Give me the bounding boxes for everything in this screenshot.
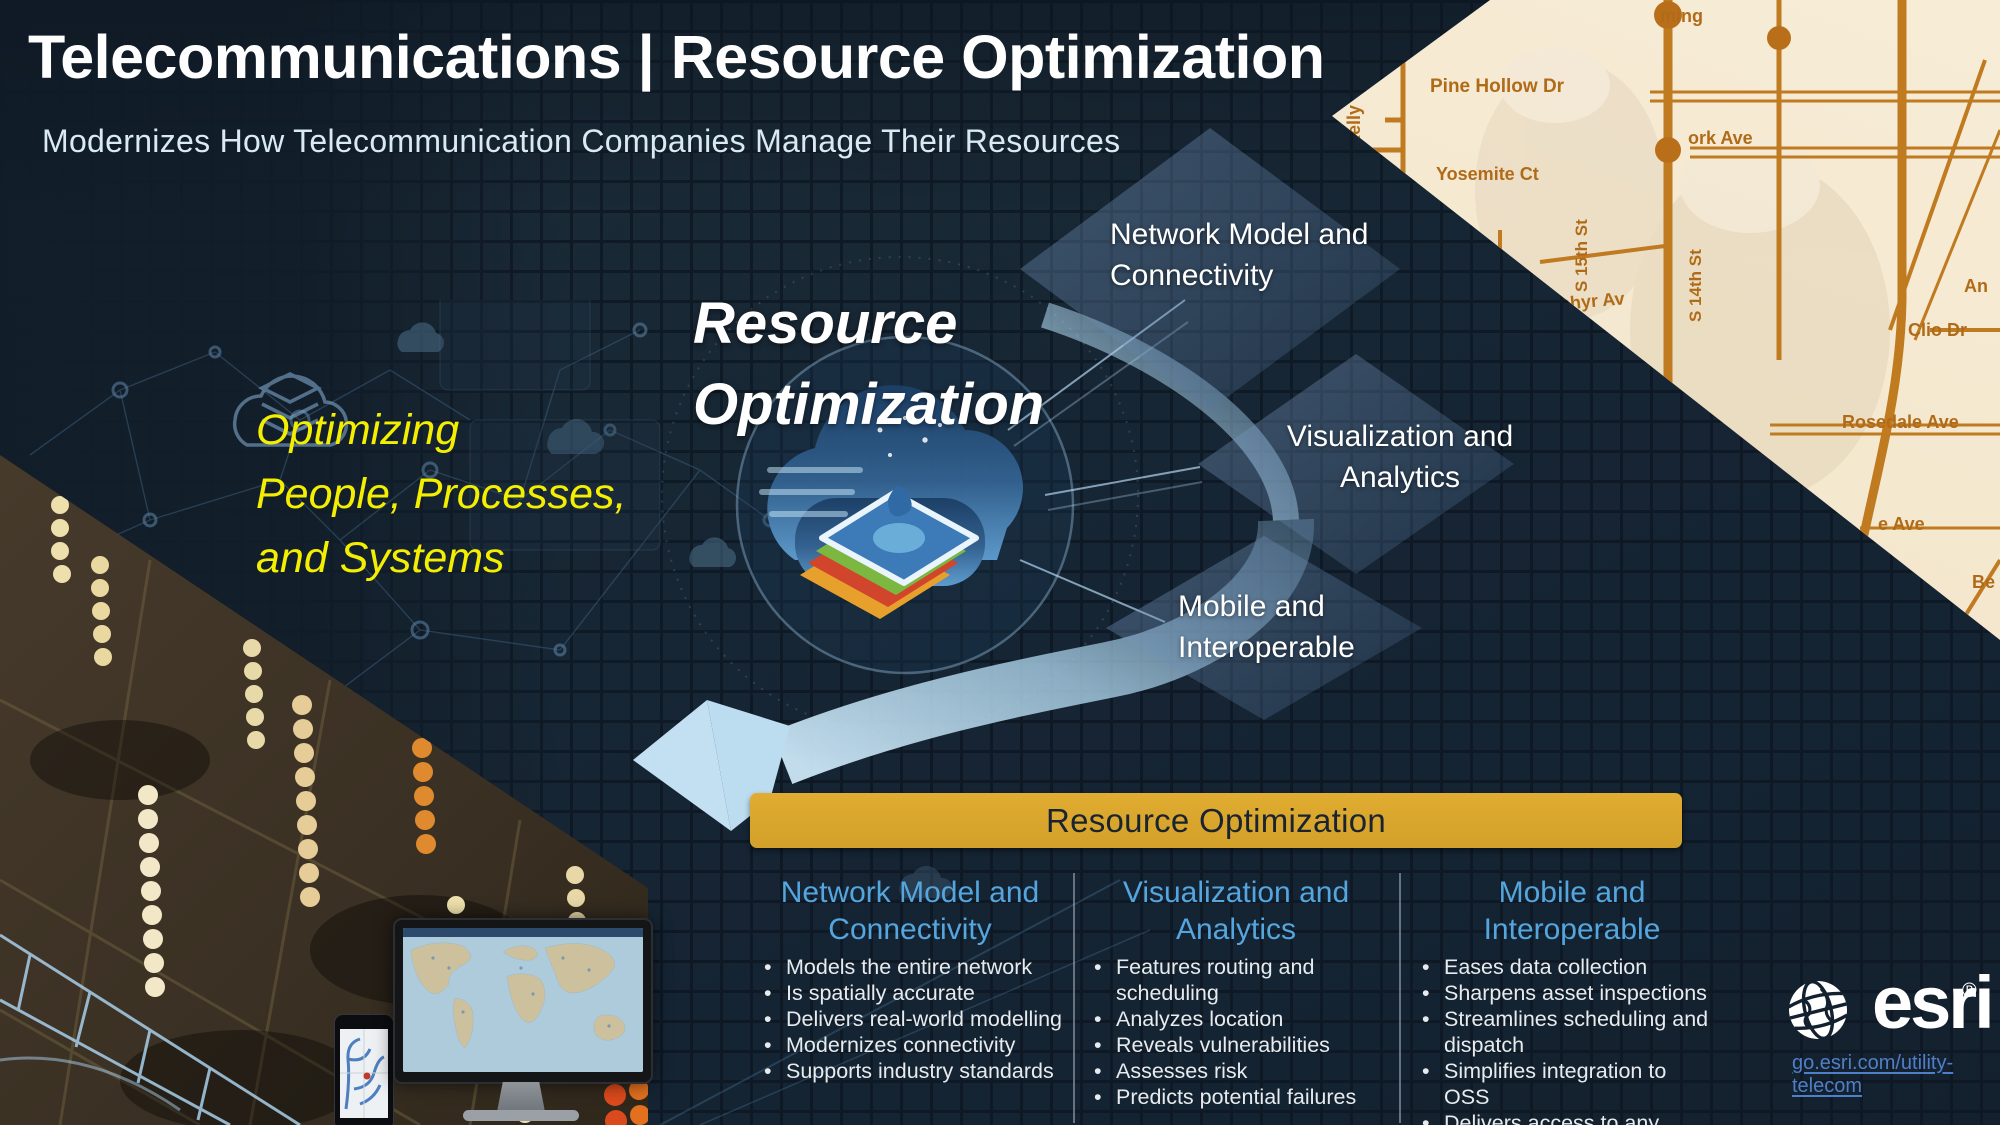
- monitor-base: [463, 1110, 579, 1121]
- phone-map-screen: [340, 1029, 388, 1118]
- callout-network-model: Network Model and Connectivity: [1110, 214, 1368, 296]
- street-label: Rosedale Ave: [1842, 412, 1959, 432]
- street-label: Be: [1972, 572, 1996, 592]
- desktop-monitor-mockup: [393, 918, 653, 1084]
- list-item: Reveals vulnerabilities: [1090, 1032, 1362, 1058]
- column-title-mobile: Mobile and Interoperable: [1412, 874, 1732, 948]
- column-divider: [1073, 873, 1075, 1123]
- smartphone-mockup: [334, 1014, 394, 1125]
- outer-dotted-ring: [661, 256, 1139, 734]
- world-map-graphic: [403, 928, 643, 1072]
- tagline-line: People, Processes,: [256, 470, 627, 518]
- bridge-graphic: [0, 933, 301, 1125]
- page-title: Telecommunications | Resource Optimizati…: [28, 23, 1325, 91]
- hub-title: Resource Optimization: [693, 283, 1253, 445]
- registered-mark: ®: [1962, 980, 1977, 1002]
- tagline: Optimizing People, Processes, and System…: [256, 398, 626, 590]
- utility-telecom-link[interactable]: go.esri.com/utility-telecom: [1792, 1052, 1954, 1097]
- callout-visualization: Visualization and Analytics: [1260, 416, 1540, 498]
- resource-optimization-banner: Resource Optimization: [750, 793, 1682, 848]
- list-item: Eases data collection: [1418, 954, 1710, 980]
- monitor-stand: [497, 1082, 545, 1112]
- list-item: Modernizes connectivity: [760, 1032, 1072, 1058]
- list-item: Analyzes location: [1090, 1006, 1362, 1032]
- phone-street-map: [340, 1029, 388, 1118]
- street-label: Pine Hollow Dr: [1430, 76, 1565, 97]
- callout-line: Interoperable: [1178, 631, 1355, 664]
- street-label: ming: [1660, 6, 1703, 26]
- tagline-line: and Systems: [256, 534, 505, 582]
- monitor-map-screen: [403, 928, 643, 1072]
- tagline-line: Optimizing: [256, 406, 460, 454]
- street-label: ork Ave: [1688, 128, 1753, 148]
- cloud-layers-icon: [232, 372, 349, 447]
- monitor-app-titlebar: [403, 928, 643, 937]
- callout-line: Mobile and: [1178, 590, 1325, 623]
- list-item: Features routing and scheduling: [1090, 954, 1362, 1006]
- callout-line: Visualization and: [1286, 420, 1514, 453]
- esri-logo: esri ®: [1786, 961, 1995, 1048]
- callout-line: Connectivity: [1110, 259, 1274, 292]
- list-item: Predicts potential failures: [1090, 1084, 1362, 1110]
- street-label: An: [1964, 276, 1988, 296]
- esri-wordmark: esri: [1872, 961, 1995, 1044]
- column-title-line: Connectivity: [828, 913, 992, 946]
- callout-mobile: Mobile and Interoperable: [1178, 586, 1355, 668]
- street-label: Clio Dr: [1908, 320, 1968, 340]
- list-item: Streamlines scheduling and dispatch: [1418, 1006, 1710, 1058]
- cloud-gis-icon: [759, 385, 1023, 619]
- hub-title-line: Optimization: [693, 372, 1045, 437]
- column-title-line: Network Model and: [780, 876, 1040, 909]
- column-title-line: Mobile and: [1498, 876, 1646, 909]
- column-title-line: Analytics: [1175, 913, 1297, 946]
- network-nodes-motif: [29, 300, 953, 898]
- list-item: Sharpens asset inspections: [1418, 980, 1710, 1006]
- column-divider: [1399, 873, 1401, 1123]
- hub-spokes: [1007, 299, 1203, 623]
- column-title-line: Visualization and: [1122, 876, 1350, 909]
- column-title-line: Interoperable: [1483, 913, 1661, 946]
- list-item: Models the entire network: [760, 954, 1072, 980]
- list-item: Delivers access to any device: [1418, 1110, 1710, 1125]
- banner-label: Resource Optimization: [1045, 801, 1387, 839]
- list-item: Is spatially accurate: [760, 980, 1072, 1006]
- column-list-network-model: Models the entire network Is spatially a…: [760, 954, 1072, 1084]
- list-item: Simplifies integration to OSS: [1418, 1058, 1710, 1110]
- callout-line: Network Model and: [1110, 218, 1369, 251]
- page-subtitle: Modernizes How Telecommunication Compani…: [42, 123, 1121, 159]
- callout-line: Analytics: [1339, 461, 1461, 494]
- street-label: e Ave: [1878, 514, 1925, 534]
- hub-title-line: Resource: [693, 291, 958, 356]
- street-label: Yosemite Ct: [1436, 164, 1539, 184]
- column-title-visualization: Visualization and Analytics: [1086, 874, 1386, 948]
- column-title-network-model: Network Model and Connectivity: [752, 874, 1068, 948]
- list-item: Delivers real-world modelling: [760, 1006, 1072, 1032]
- list-item: Assesses risk: [1090, 1058, 1362, 1084]
- list-item: Supports industry standards: [760, 1058, 1072, 1084]
- esri-globe-icon: [1787, 979, 1848, 1041]
- column-list-mobile: Eases data collection Sharpens asset ins…: [1418, 954, 1710, 1125]
- column-list-visualization: Features routing and scheduling Analyzes…: [1090, 954, 1362, 1110]
